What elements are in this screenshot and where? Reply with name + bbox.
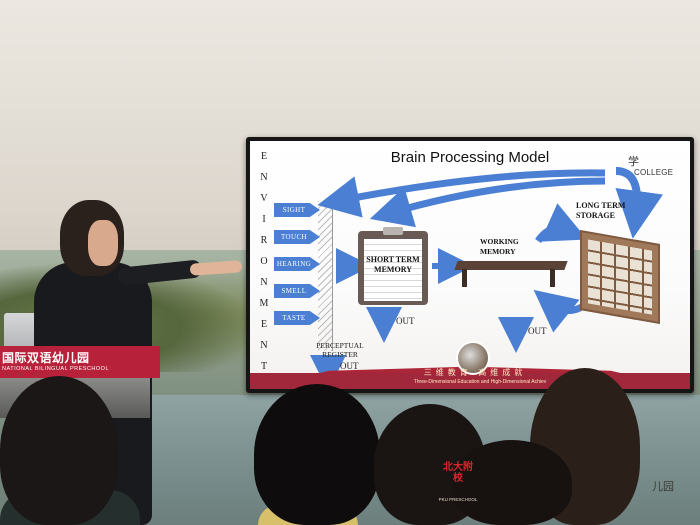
table-leg [462, 269, 467, 287]
environment-letter: O [260, 256, 268, 267]
slide-title: Brain Processing Model [390, 149, 550, 166]
environment-letter: N [260, 277, 268, 288]
clipboard-clip [383, 227, 403, 235]
environment-letter: N [260, 172, 268, 183]
clipboard-paper [364, 239, 422, 301]
environment-letter: R [260, 235, 268, 246]
short-term-memory-label: SHORT TERM MEMORY [366, 255, 420, 274]
environment-letter: V [260, 193, 268, 204]
environment-letter: M [259, 298, 269, 309]
environment-letter: N [260, 340, 268, 351]
watermark-logo: 北大附校 [443, 462, 473, 484]
audience-head [254, 384, 380, 525]
audience-head [452, 440, 572, 525]
sense-arrow-smell: SMELL [274, 284, 320, 298]
poster-text-right: 儿园 [652, 480, 674, 493]
college-logo-text: COLLEGE [634, 168, 674, 177]
sense-arrow-touch: TOUCH [274, 230, 320, 244]
recall-arrow-mid [369, 177, 606, 228]
shelf-cubbies [588, 239, 652, 315]
banner-text-cn: 国际双语幼儿园 [2, 351, 90, 365]
flow-arrows [310, 167, 664, 389]
sense-arrow-hearing: HEARING [274, 257, 320, 271]
out-label: OUT [340, 361, 359, 371]
audience-head [0, 376, 118, 525]
sense-arrow-sight: SIGHT [274, 203, 320, 217]
sense-arrow-taste: TASTE [274, 311, 320, 325]
environment-letter: E [260, 151, 268, 162]
presenter-face [88, 220, 118, 266]
environment-letter: E [260, 319, 268, 330]
out-label: OUT [396, 316, 415, 326]
storage-arrow-right [615, 167, 664, 239]
storage-shelf [580, 229, 660, 325]
working-memory-label: WORKING MEMORY [480, 237, 519, 256]
out-label: OUT [528, 326, 547, 336]
college-logo-mark: 学 [628, 156, 639, 168]
long-term-storage-label: LONG TERM STORAGE [576, 201, 626, 220]
podium-banner [0, 346, 160, 378]
banner-text-en: NATIONAL BILINGUAL PRESCHOOL [2, 366, 110, 372]
wm-to-lts-arrow [535, 203, 588, 244]
environment-letter: T [260, 361, 268, 372]
watermark-text: PKU PRESCHOOL [438, 497, 478, 502]
footer-photo-emblem [456, 341, 490, 375]
perceptual-register-barrier [318, 201, 333, 351]
table-leg [550, 269, 555, 287]
footer-slogan-cn: 三维教育 高维成就 [423, 368, 527, 377]
perceptual-register-label: PERCEPTUAL REGISTER [316, 341, 364, 359]
short-term-memory-clipboard: SHORT TERM MEMORY [358, 227, 428, 305]
footer-slogan-en: Three-Dimensional Education and High-Dim… [413, 379, 547, 385]
environment-letter: I [262, 214, 266, 225]
